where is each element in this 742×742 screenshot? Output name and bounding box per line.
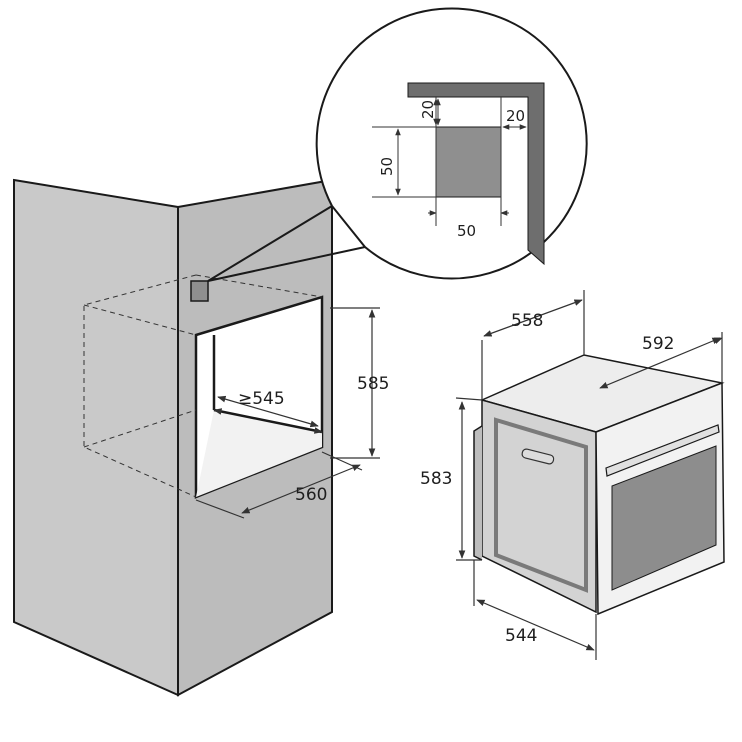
niche-width-label: 560 [295,485,327,505]
cabinet [13,178,366,697]
oven-side-grip [521,448,555,465]
cabinet-dimensions [195,307,380,519]
cabinet-vent [190,280,209,302]
oven-body-width-label: 544 [505,626,537,646]
oven-handle [605,424,720,477]
vent-width-label: 50 [457,222,476,240]
detail-vent-square [435,126,502,198]
oven-side-panel [494,417,588,593]
detail-callout-leader [207,205,366,282]
niche-height-label: 585 [357,374,389,394]
vent-side-offset-label: 20 [506,107,525,125]
oven-window [611,445,717,591]
oven-dimensions [455,290,723,660]
cabinet-side-face [13,178,179,697]
niche-depth-label: ≥545 [238,389,285,409]
oven-width-label: 592 [642,334,674,354]
vent-height-label: 50 [378,157,396,176]
oven-depth-label: 558 [511,311,543,331]
vent-detail-bubble [315,7,588,280]
oven [473,354,725,616]
oven-rear-rim [473,425,483,561]
vent-top-offset-label: 20 [419,100,437,119]
detail-corner-wall [407,82,545,266]
oven-height-label: 583 [420,469,452,489]
